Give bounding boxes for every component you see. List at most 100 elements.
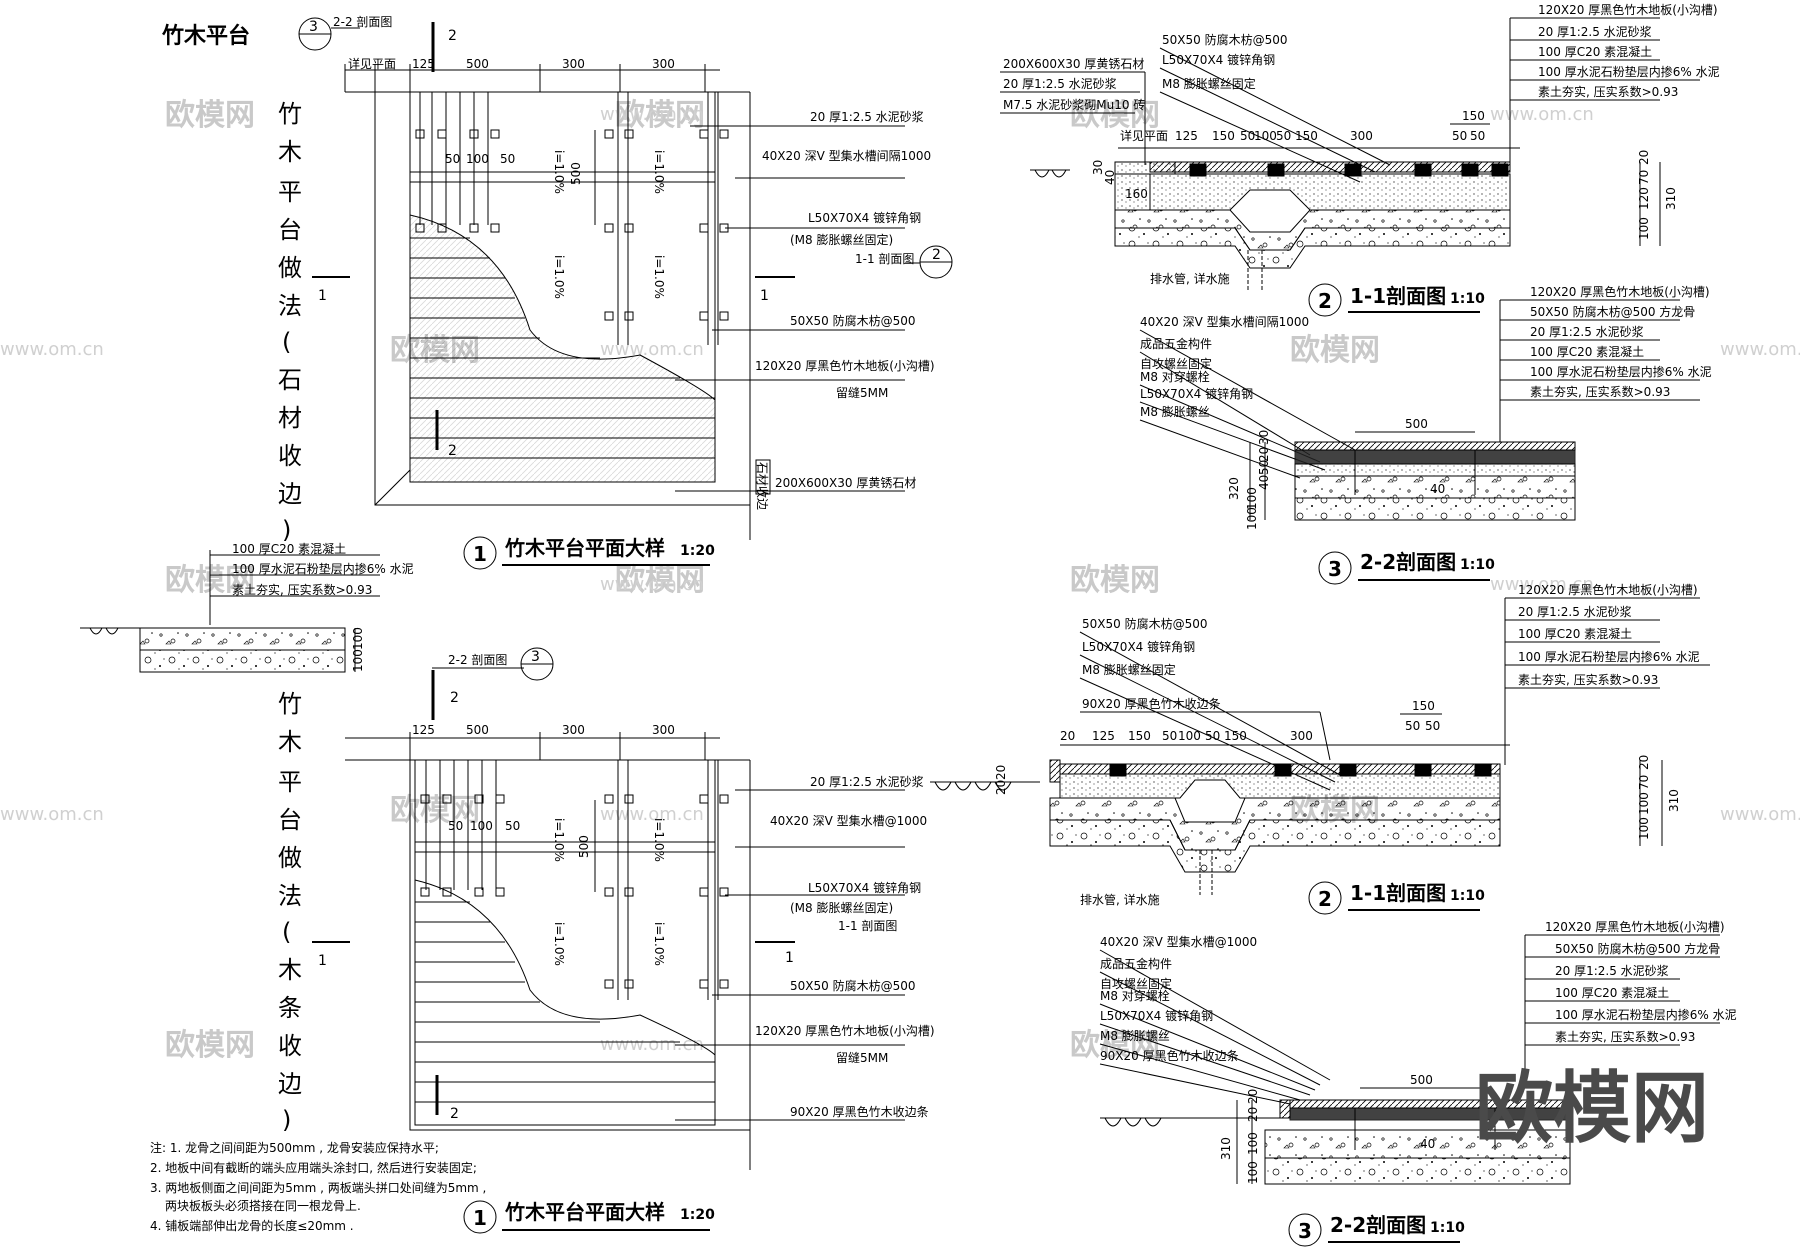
section-callout: 50X50 防腐木枋@500 方龙骨 [1555, 941, 1720, 956]
section-callout: 100 厚C20 素混凝土 [1538, 44, 1652, 59]
plan-scale: 1:20 [680, 543, 715, 559]
dim-text: 50 [1205, 729, 1220, 743]
vtitle-char: ) [282, 516, 291, 544]
caption-number: 2 [1318, 887, 1332, 911]
small-foundation-section: 100 厚C20 素混凝土 100 厚水泥石粉垫层内掺6% 水泥 素土夯实, 压… [80, 541, 414, 673]
deck-board [1294, 441, 1576, 451]
note-line: 2. 地板中间有截断的端头应用端头涂封口, 然后进行安装固定; [150, 1160, 477, 1175]
section-callout: 120X20 厚黑色竹木地板(小沟槽) [1530, 285, 1710, 299]
caption-bubble [1308, 881, 1342, 915]
dim-text: 300 [652, 723, 675, 737]
watermark-url: www.om.cn [600, 574, 704, 595]
dim-text: 500 [466, 723, 489, 737]
section-callout: 100 厚C20 素混凝土 [232, 541, 346, 556]
sheet-header: 竹木平台 [161, 23, 250, 49]
dim-text: 20 [1257, 447, 1271, 462]
cut-label: 2 [450, 690, 459, 706]
slope-label: i=1.0% [652, 255, 666, 299]
vtitle-char: 边 [278, 1070, 302, 1098]
watermark-text: 欧模网 [1070, 563, 1160, 598]
section-callout: 20 厚1:2.5 水泥砂浆 [1538, 24, 1652, 39]
plan-caption: 竹木平台平面大样 [504, 1200, 665, 1224]
section-caption: 1-1剖面图 [1350, 284, 1446, 308]
plan-caption: 竹木平台平面大样 [504, 536, 665, 560]
concrete-layer [139, 627, 346, 651]
plan-scale: 1:20 [680, 1207, 715, 1223]
section-callout: 素土夯实, 压实系数>0.93 [1538, 84, 1678, 99]
sheet-title: 竹木平台 [161, 23, 250, 49]
section-callout: M8 膨胀螺丝 [1140, 405, 1210, 419]
plan-detail-wood-edge: 2-2 剖面图 3 2 125 500 300 300 50 100 50 [312, 647, 935, 1234]
section-ref-label: 2-2 剖面图 [448, 653, 507, 667]
section-callout: M8 对穿螺栓 [1100, 988, 1170, 1003]
vtitle-char: 竹 [278, 100, 302, 128]
joist [1274, 763, 1292, 777]
section-callout: 20 厚1:2.5 水泥砂浆 [1518, 604, 1632, 619]
dim-text: 100 [470, 819, 493, 833]
dim-text: 40 [1420, 1137, 1435, 1151]
dim-text: 70 [1637, 775, 1651, 790]
dim-text: 100 [1254, 129, 1277, 143]
vtitle-char: 收 [278, 1032, 302, 1060]
section-callout: 20 厚1:2.5 水泥砂浆 [1530, 324, 1644, 339]
dim-text: 500 [1405, 417, 1428, 431]
vtitle-char: 平 [278, 178, 302, 206]
section-callout: 40X20 深V 型集水槽间隔1000 [1140, 314, 1309, 329]
section-callout: 素土夯实, 压实系数>0.93 [1530, 384, 1670, 399]
joist [1267, 163, 1285, 177]
dim-text: 320 [1227, 477, 1241, 500]
dim-text: 50 [1405, 719, 1420, 733]
cut-label: 2 [448, 28, 457, 44]
caption-bubble [1318, 551, 1352, 585]
plan-callout: 留缝5MM [836, 1050, 888, 1065]
joist [1414, 163, 1432, 177]
vtitle-char: 做 [278, 254, 302, 282]
watermark-url: www.om.cn [0, 339, 104, 360]
vtitle-char: 法 [278, 882, 302, 910]
dim-text: 150 [1412, 699, 1435, 713]
vtitle-char: 平 [278, 768, 302, 796]
dim-text: 20 [1637, 150, 1651, 165]
vtitle-char: 收 [278, 442, 302, 470]
plan-detail-stone-edge: 3 2-2 剖面图 2 详见平面 125 500 300 300 [298, 15, 953, 570]
dim-text: 150 [1212, 129, 1235, 143]
slope-label: i=1.0% [552, 818, 566, 862]
dim-text: 300 [562, 57, 585, 71]
section-callout: 自攻螺丝固定 [1140, 356, 1212, 371]
edge-strip [1049, 759, 1061, 783]
watermark-url: www.om.cn [1490, 574, 1594, 595]
joist [1474, 763, 1492, 777]
section-callout: 100 厚水泥石粉垫层内掺6% 水泥 [1555, 1007, 1737, 1022]
dim-text: 300 [652, 57, 675, 71]
dim-text: 50 [1162, 729, 1177, 743]
joist [1339, 763, 1357, 777]
vtitle-char: 做 [278, 844, 302, 872]
section-callout: M8 膨胀螺丝固定 [1082, 662, 1176, 677]
section-caption: 2-2剖面图 [1330, 1213, 1426, 1237]
section-callout: 120X20 厚黑色竹木地板(小沟槽) [1518, 583, 1698, 597]
dim-text: 150 [1462, 109, 1485, 123]
slope-label: i=1.0% [552, 922, 566, 966]
dim-text: 详见平面 [348, 56, 396, 71]
dim-text: 125 [412, 57, 435, 71]
note-line: 3. 两地板侧面之间间距为5mm , 两板端头拼口处间缝为5mm , [150, 1180, 486, 1195]
vtitle-char: ) [282, 1106, 291, 1134]
dim-text: 30 [1091, 160, 1105, 175]
joist [1344, 163, 1362, 177]
section-callout: 50X50 防腐木枋@500 [1162, 32, 1287, 47]
joist [1109, 763, 1127, 777]
section-callout: 90X20 厚黑色竹木收边条 [1100, 1049, 1239, 1063]
plan-callout: 40X20 深V 型集水槽间隔1000 [762, 148, 931, 163]
dim-text: 160 [1125, 187, 1148, 201]
section-callout: M8 膨胀螺丝固定 [1162, 76, 1256, 91]
cut-label: 1 [785, 950, 794, 966]
watermark-text: 欧模网 [390, 793, 480, 828]
watermark-text: 欧模网 [165, 98, 255, 133]
caption-number: 2 [1318, 289, 1332, 313]
dim-text: 300 [1290, 729, 1313, 743]
dim-text: 500 [569, 162, 583, 185]
caption-number: 3 [1328, 557, 1342, 581]
dim-text: 20 [1060, 729, 1075, 743]
plan-callout: 40X20 深V 型集水槽@1000 [770, 813, 927, 828]
stone-powder-layer [1294, 497, 1576, 521]
